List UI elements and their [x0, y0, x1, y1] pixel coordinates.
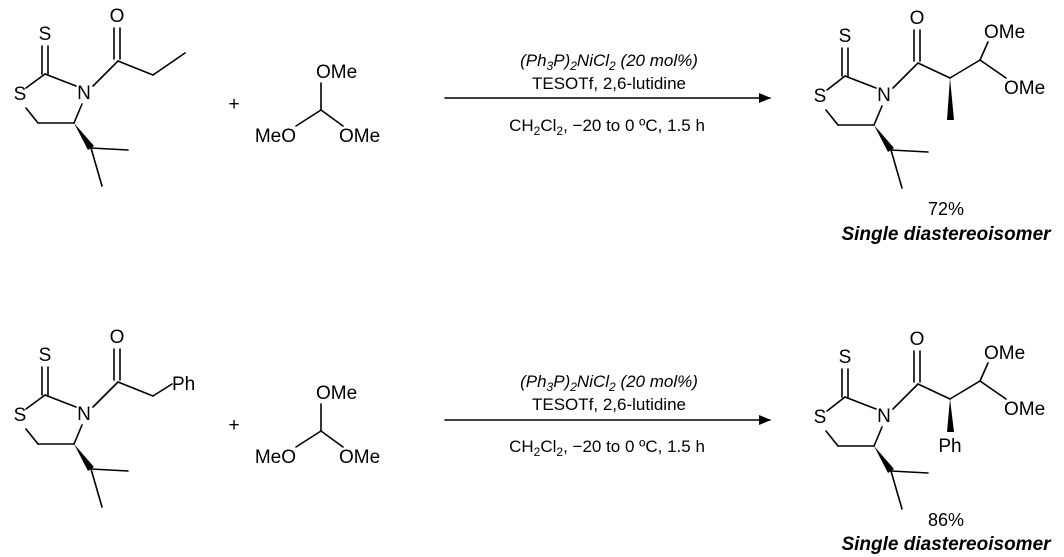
atom-MeO-left: MeO	[255, 126, 296, 147]
atom-OMe-right: OMe	[339, 126, 380, 147]
atom-MeO-left: MeO	[255, 447, 296, 468]
reaction-1: S S N O + OMe MeO	[14, 6, 1052, 245]
atom-OMe-top: OMe	[316, 62, 357, 83]
atom-O-carbonyl: O	[110, 6, 125, 27]
atom-OMe-right: OMe	[339, 447, 380, 468]
atom-OMe-right: OMe	[1004, 399, 1045, 420]
atom-Ph: Ph	[172, 374, 195, 395]
selectivity-label: Single diastereoisomer	[841, 224, 1052, 245]
product-methyl-acetal: S S N O OMe OMe	[814, 8, 1045, 189]
atom-O-carbonyl: O	[110, 327, 125, 348]
atom-N: N	[877, 406, 891, 427]
atom-O-carbonyl: O	[910, 329, 925, 350]
atom-S-ring: S	[14, 84, 27, 105]
solvent-label: CH2Cl2, −20 to 0 ºC, 1.5 h	[509, 116, 705, 138]
reagents-label: TESOTf, 2,6-lutidine	[532, 74, 686, 93]
reaction-2: S S N O Ph + OMe MeO OMe	[14, 327, 1052, 555]
atom-OMe-top: OMe	[316, 383, 357, 404]
atom-Ph: Ph	[938, 436, 961, 457]
atom-N: N	[77, 83, 91, 104]
atom-OMe-top: OMe	[984, 343, 1025, 364]
atom-S-ring: S	[814, 86, 827, 107]
atom-S-thione: S	[39, 345, 52, 366]
solvent-label: CH2Cl2, −20 to 0 ºC, 1.5 h	[509, 437, 705, 459]
atom-N: N	[77, 404, 91, 425]
selectivity-label: Single diastereoisomer	[841, 534, 1052, 555]
trimethyl-orthoformate: OMe MeO OMe	[255, 62, 380, 147]
atom-OMe-right: OMe	[1004, 78, 1045, 99]
thiazolidinethione-phenylacetyl: S S N O Ph	[14, 327, 195, 508]
atom-O-carbonyl: O	[910, 8, 925, 29]
catalyst-label: (Ph3P)2NiCl2 (20 mol%)	[520, 51, 698, 73]
product-phenyl-acetal: S S N O Ph OMe OMe	[814, 329, 1045, 510]
plus-sign: +	[228, 94, 239, 115]
atom-N: N	[877, 85, 891, 106]
trimethyl-orthoformate: OMe MeO OMe	[255, 383, 380, 468]
atom-S-ring: S	[814, 407, 827, 428]
yield-label: 72%	[928, 199, 964, 219]
atom-S-thione: S	[839, 26, 852, 47]
atom-S-ring: S	[14, 405, 27, 426]
atom-OMe-top: OMe	[984, 22, 1025, 43]
catalyst-label: (Ph3P)2NiCl2 (20 mol%)	[520, 372, 698, 394]
atom-S-thione: S	[839, 347, 852, 368]
plus-sign: +	[228, 415, 239, 436]
atom-S-thione: S	[39, 24, 52, 45]
reagents-label: TESOTf, 2,6-lutidine	[532, 395, 686, 414]
yield-label: 86%	[928, 510, 964, 530]
thiazolidinethione-propanoyl: S S N O	[14, 6, 186, 187]
